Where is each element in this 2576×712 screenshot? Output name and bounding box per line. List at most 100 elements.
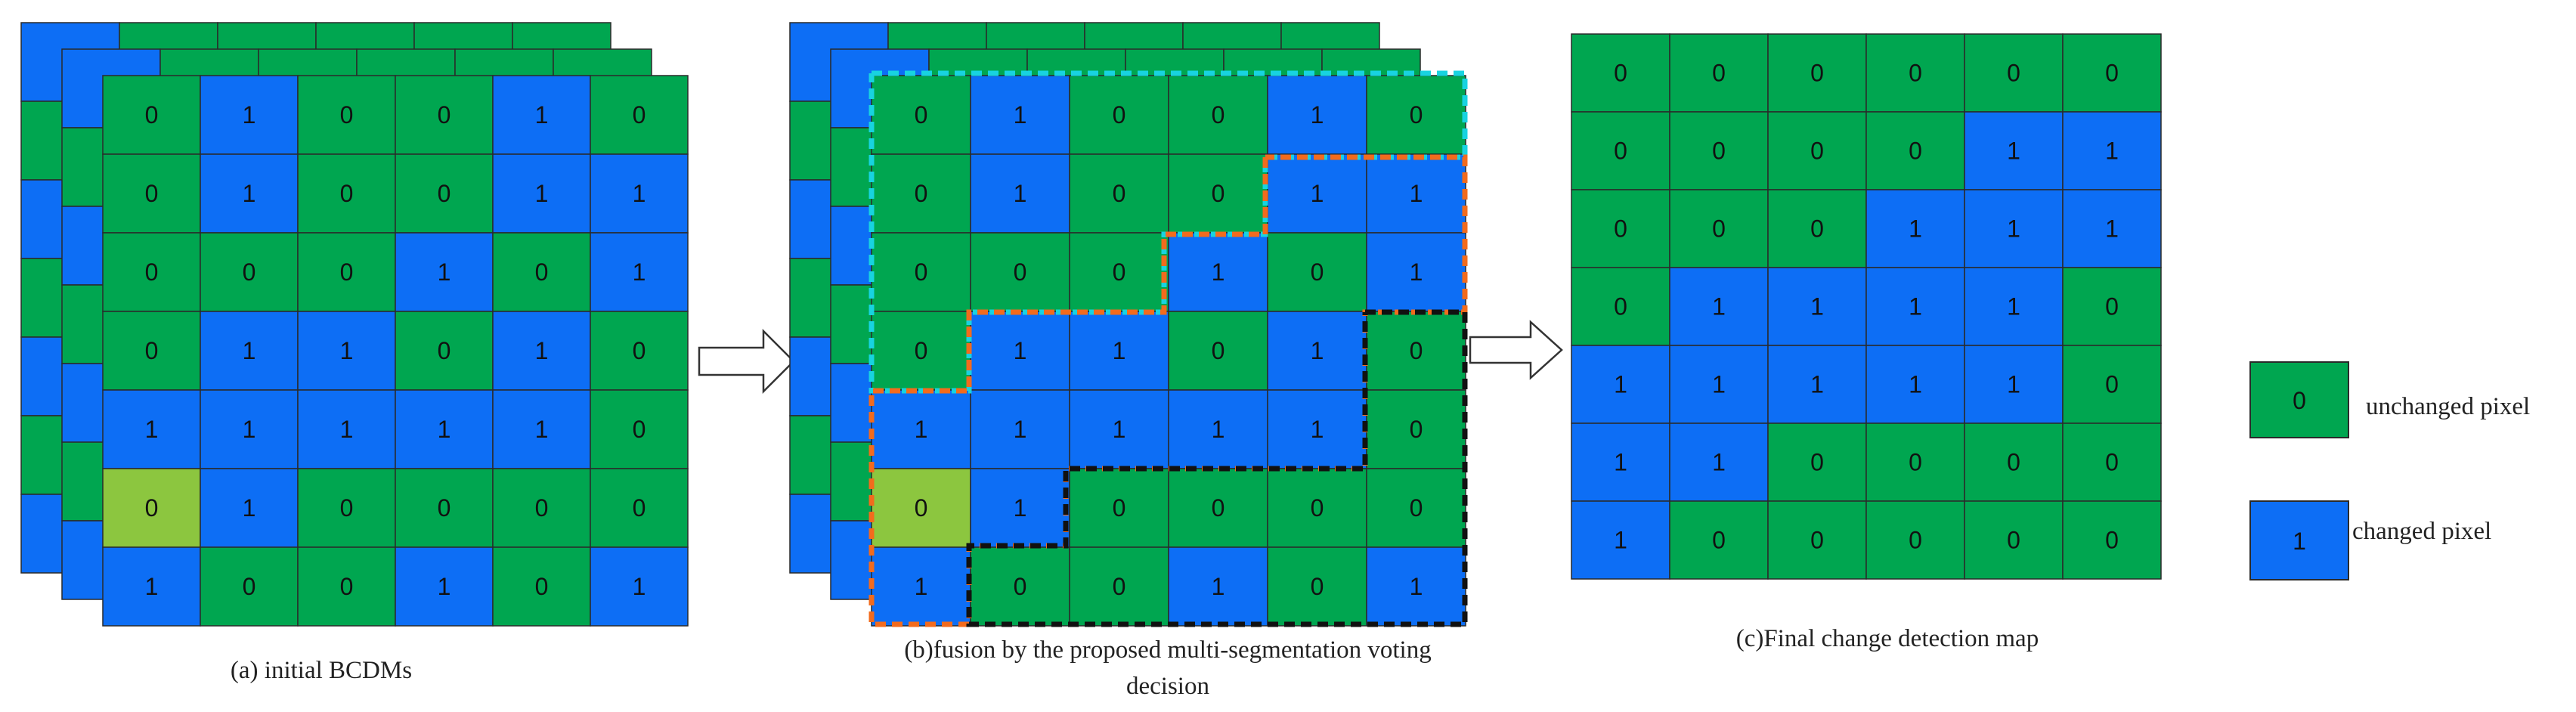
grid-cell — [970, 468, 1070, 548]
grid-cell-value: 1 — [243, 416, 256, 443]
grid-cell-value: 1 — [145, 416, 159, 443]
grid-cell — [1669, 500, 1769, 580]
grid-cell — [1865, 423, 1965, 502]
grid-cell-value: 1 — [1014, 337, 1027, 364]
grid-cell-value: 0 — [2007, 449, 2020, 476]
grid-cell — [492, 389, 591, 469]
grid-cell-value: 1 — [1614, 449, 1627, 476]
grid-cell — [1267, 75, 1367, 155]
grid-cell-value: 0 — [145, 180, 159, 207]
grid-cell — [1669, 423, 1769, 502]
grid-cell-value: 1 — [1014, 101, 1027, 128]
grid-cell-value: 1 — [1014, 180, 1027, 207]
grid-cell — [1366, 153, 1466, 234]
grid-cell-value: 1 — [1311, 337, 1324, 364]
grid-cell — [1267, 546, 1367, 627]
grid-cell-value: 1 — [340, 416, 354, 443]
grid-cell — [871, 389, 971, 469]
grid-cell-value: 0 — [633, 494, 646, 522]
grid-cell-value: 1 — [535, 101, 549, 128]
grid-cell — [2062, 345, 2162, 424]
grid-cell — [102, 546, 201, 627]
grid-cell-value: 0 — [2105, 449, 2119, 476]
legend-item-unchanged: 0 unchanged pixel — [2249, 361, 2530, 438]
grid-cell-value: 0 — [1014, 258, 1027, 286]
grid-cell-value: 1 — [633, 258, 646, 286]
grid-cell — [871, 153, 971, 234]
grid-cell-value: 0 — [1212, 337, 1225, 364]
grid-cell — [590, 468, 689, 548]
grid-cell-value: 1 — [1909, 293, 1922, 320]
grid-cell-value: 0 — [1113, 494, 1126, 522]
grid-cell — [1366, 546, 1466, 627]
grid-cell — [1069, 311, 1169, 391]
grid-cell — [1069, 75, 1169, 155]
grid-cell-value: 0 — [1410, 416, 1423, 443]
grid-cell — [395, 75, 494, 155]
grid-cell-value: 0 — [1410, 101, 1423, 128]
caption-c: (c)Final change detection map — [1736, 625, 2039, 652]
grid-cell-value: 0 — [915, 258, 928, 286]
grid-cell-value: 0 — [1410, 494, 1423, 522]
legend-label: unchanged pixel — [2366, 393, 2530, 420]
grid-cell — [395, 389, 494, 469]
grid-cell-value: 1 — [2007, 293, 2020, 320]
grid-cell-value: 0 — [1712, 527, 1726, 554]
grid-cell-value: 0 — [1614, 293, 1627, 320]
grid-cell-value: 0 — [1212, 101, 1225, 128]
grid-cell — [1168, 75, 1268, 155]
grid-cell-value: 1 — [535, 337, 549, 364]
grid-cell-value: 1 — [1311, 101, 1324, 128]
grid-cell — [200, 468, 299, 548]
grid-cell-value: 0 — [145, 494, 159, 522]
grid-cell — [1366, 75, 1466, 155]
grid-cell-value: 0 — [1712, 215, 1726, 243]
grid-cell — [1669, 345, 1769, 424]
grid-cell-value: 0 — [340, 573, 354, 600]
grid-cell-value: 0 — [438, 337, 451, 364]
grid-cell-value: 0 — [1614, 60, 1627, 87]
grid-cell-value: 1 — [1810, 293, 1824, 320]
grid-cell — [1571, 500, 1670, 580]
caption-b-line2: decision — [1126, 673, 1209, 700]
grid-cell-value: 1 — [1014, 494, 1027, 522]
grid-cell-value: 1 — [2007, 138, 2020, 165]
grid-cell-value: 1 — [1712, 293, 1726, 320]
grid-cell — [102, 311, 201, 391]
grid-cell — [1669, 189, 1769, 268]
grid-cell-value: 0 — [1113, 258, 1126, 286]
grid-cell-value: 0 — [1311, 258, 1324, 286]
grid-cell — [102, 232, 201, 312]
grid-cell — [492, 75, 591, 155]
grid-cell — [871, 75, 971, 155]
grid-cell-value: 1 — [1014, 416, 1027, 443]
grid-cell — [590, 75, 689, 155]
grid-cell-value: 1 — [1614, 371, 1627, 398]
grid-cell — [200, 311, 299, 391]
grid-cell — [1767, 345, 1867, 424]
grid-cell — [1669, 267, 1769, 346]
grid-cell-value: 1 — [243, 180, 256, 207]
grid-cell — [1267, 153, 1367, 234]
grid-cell — [1571, 33, 1670, 113]
region-black-outline — [966, 309, 1468, 627]
grid-cell-value: 1 — [243, 101, 256, 128]
grid-cell-value: 1 — [1410, 573, 1423, 600]
grid-cell — [297, 75, 396, 155]
grid-cell-value: 0 — [633, 416, 646, 443]
grid-cell — [1571, 267, 1670, 346]
grid-cell — [1964, 111, 2064, 190]
grid-cell — [1865, 189, 1965, 268]
grid-cell-value: 0 — [2007, 60, 2020, 87]
grid-cell — [1168, 153, 1268, 234]
grid-cell-value: 0 — [1909, 527, 1922, 554]
grid-cell — [492, 468, 591, 548]
grid-cell-value: 1 — [243, 337, 256, 364]
grid-cell-value: 1 — [438, 258, 451, 286]
grid-cell — [2062, 267, 2162, 346]
grid-cell-value: 0 — [243, 258, 256, 286]
grid-cell-value: 0 — [145, 258, 159, 286]
grid-cell — [1767, 500, 1867, 580]
grid-cell-value: 1 — [1311, 180, 1324, 207]
